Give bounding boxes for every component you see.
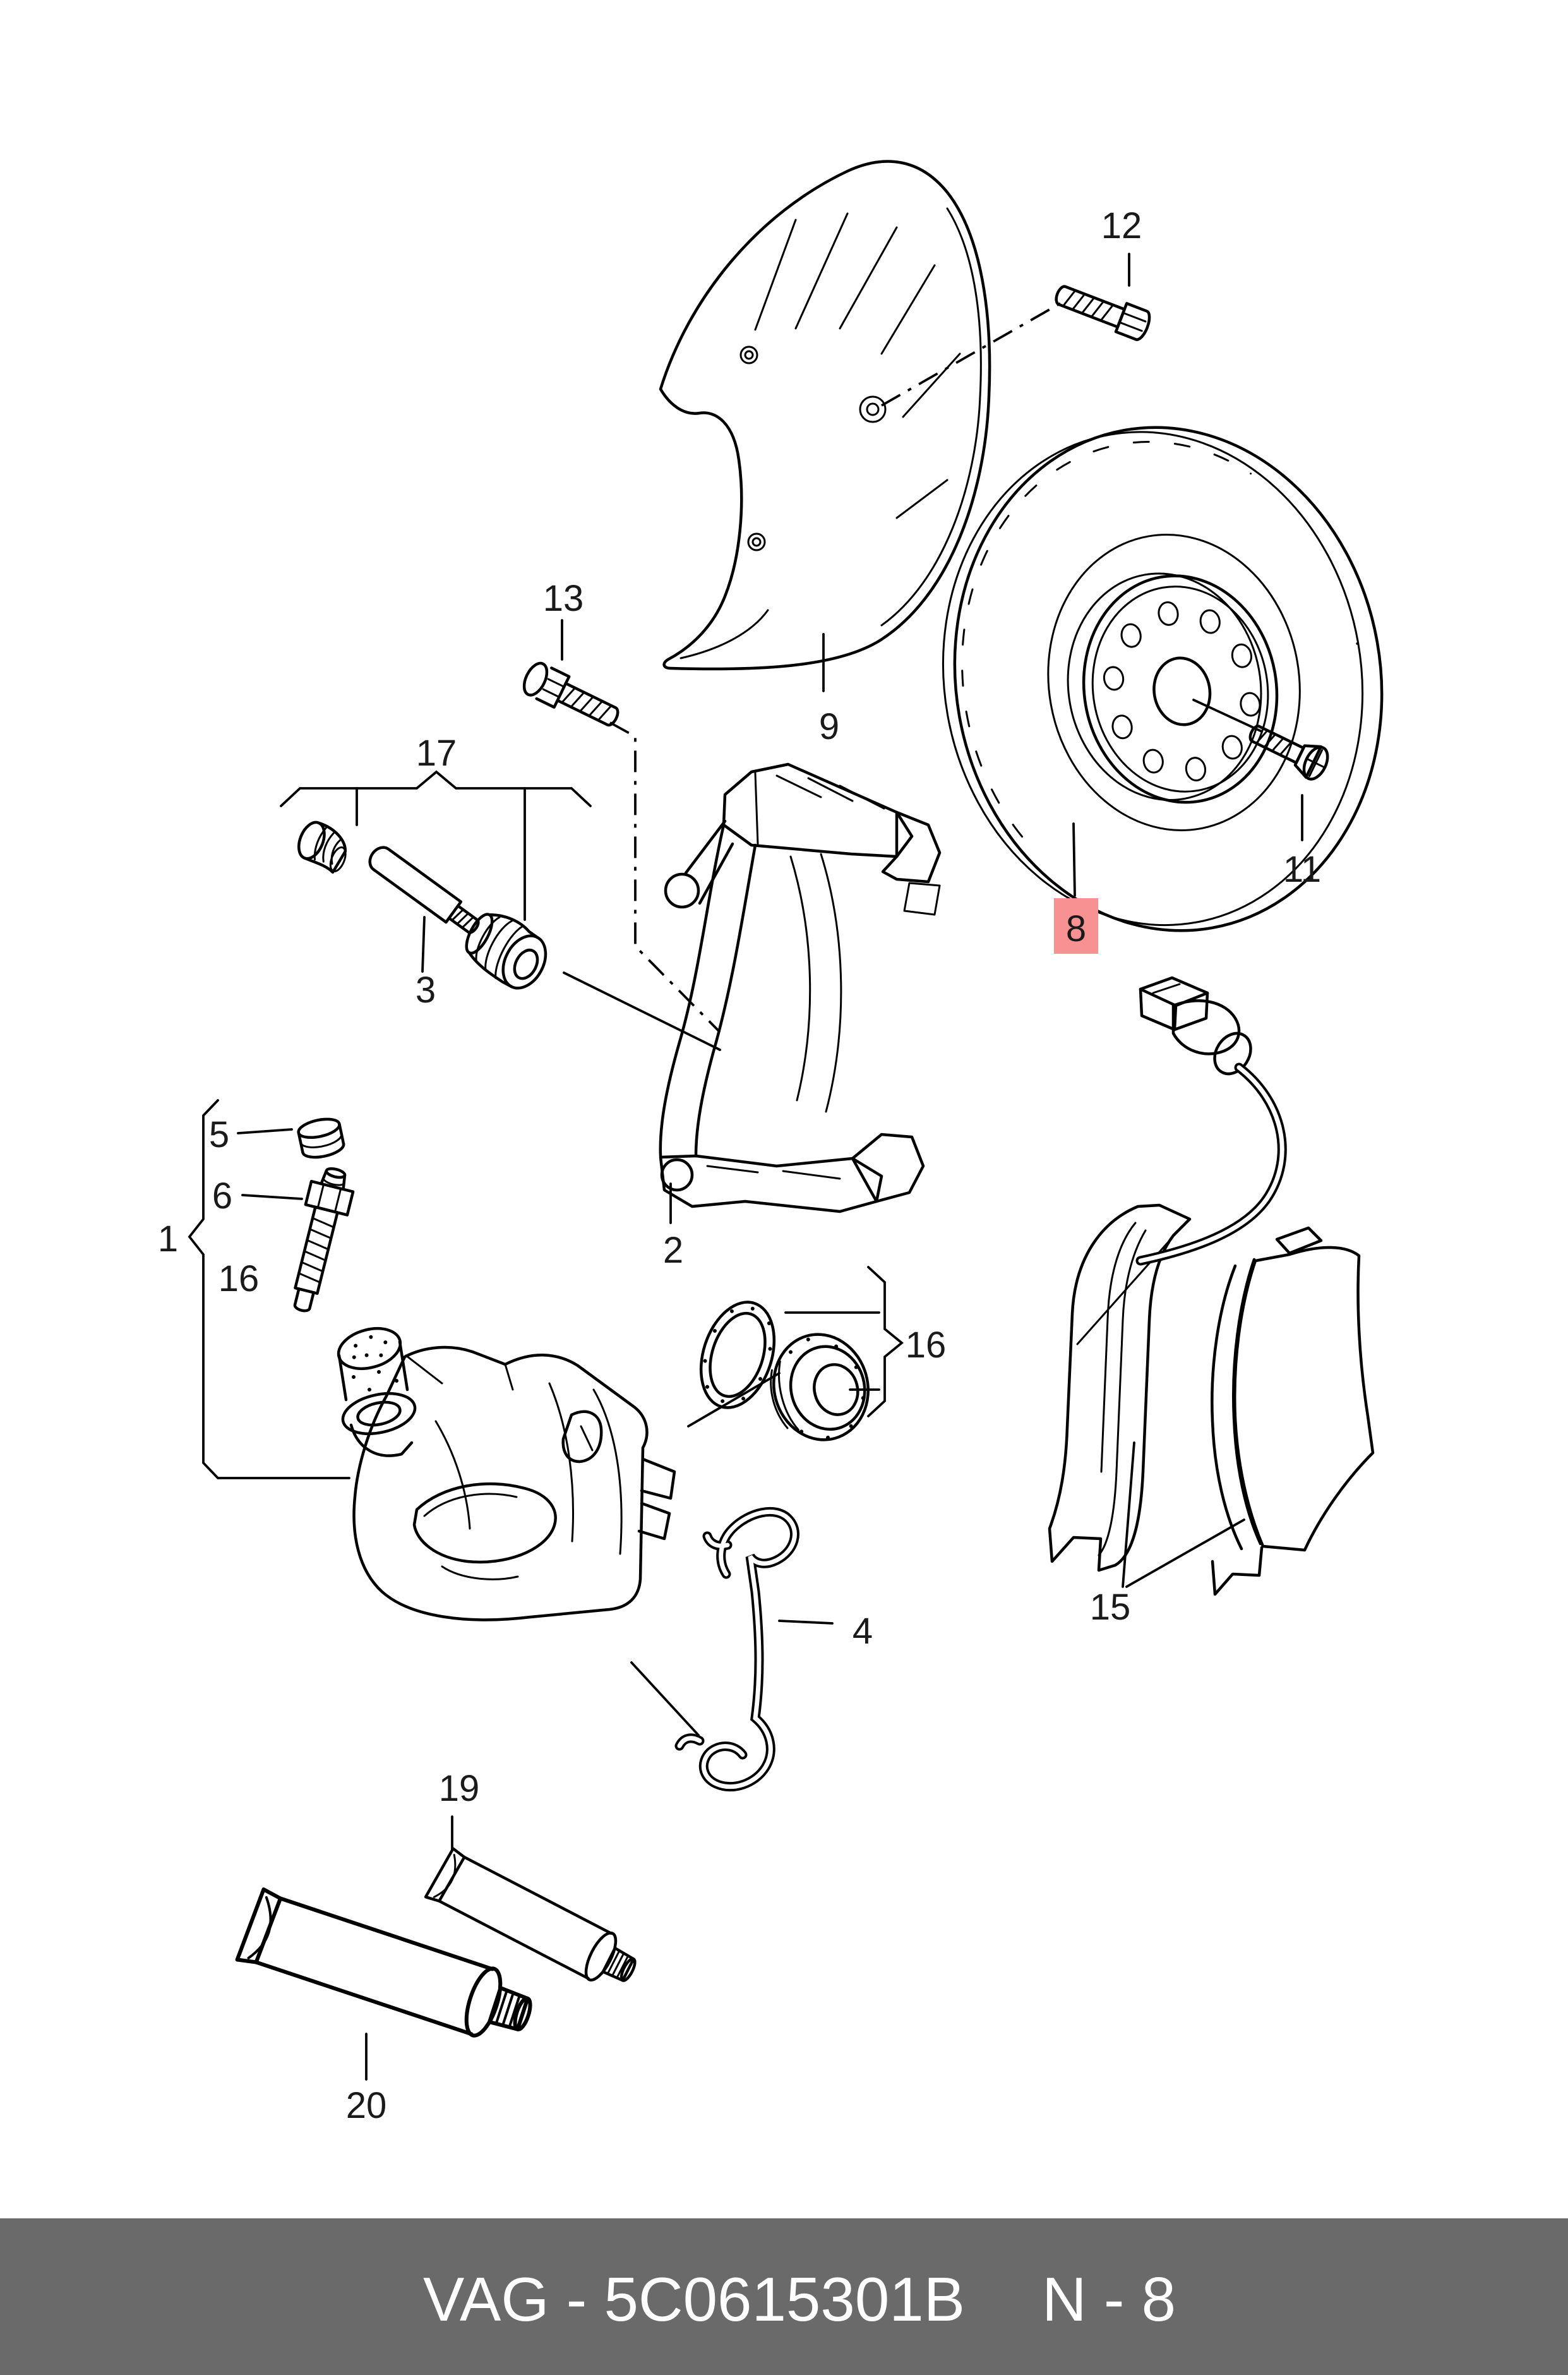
footer-page-ref: N - 8 — [1042, 2264, 1176, 2334]
bracket-1 — [188, 1099, 350, 1479]
wear-sensor-drawing — [1135, 976, 1287, 1266]
shield-mount-hole-upper — [739, 346, 758, 364]
piston-dust-boot-drawing — [770, 1333, 870, 1441]
bracket-16 — [867, 1266, 904, 1417]
shield-bolt-hole — [859, 395, 887, 423]
part-label-4[interactable]: 4 — [853, 1611, 873, 1652]
carrier-mount-hole-upper — [664, 872, 700, 909]
carrier-bolt-drawing — [522, 661, 619, 727]
caliper-housing-drawing — [352, 1345, 676, 1621]
part-label-11[interactable]: 11 — [1283, 849, 1321, 890]
grease-tube-19-drawing — [424, 1847, 637, 1982]
part-label-9[interactable]: 9 — [819, 706, 839, 747]
part-label-20[interactable]: 20 — [346, 2085, 387, 2126]
part-label-6[interactable]: 6 — [212, 1175, 232, 1217]
part-label-5[interactable]: 5 — [209, 1114, 229, 1155]
part-label-8[interactable]: 8 — [1066, 908, 1086, 949]
part-label-1[interactable]: 1 — [158, 1218, 178, 1260]
alignment-line-shield-bolt — [881, 298, 1068, 407]
part-label-16-left[interactable]: 16 — [218, 1258, 260, 1299]
alignment-line-bolt-carrier — [609, 721, 721, 1033]
shield-mount-hole-lower — [747, 532, 766, 551]
footer-bar: VAG - 5C0615301B N - 8 — [0, 2218, 1568, 2375]
grease-tube-20-drawing — [235, 1887, 532, 2038]
disc-wheel-bolt-holes — [1103, 601, 1261, 782]
part-label-16-right[interactable]: 16 — [906, 1325, 947, 1366]
brake-disc-drawing — [942, 426, 1384, 932]
retaining-spring-drawing — [674, 1506, 799, 1792]
guide-pin-plug-drawing — [297, 821, 347, 874]
part-label-12[interactable]: 12 — [1101, 205, 1142, 246]
caliper-carrier-drawing — [659, 762, 942, 1213]
part-label-13[interactable]: 13 — [543, 578, 584, 619]
footer-part-code: VAG - 5C0615301B — [423, 2264, 965, 2334]
disc-vent-slots — [961, 441, 1363, 916]
leader-lines — [237, 253, 1303, 2081]
part-label-2[interactable]: 2 — [663, 1230, 683, 1271]
part-label-15[interactable]: 15 — [1090, 1587, 1131, 1628]
disc-center-bore — [1152, 656, 1212, 726]
disc-screw-drawing — [1248, 725, 1329, 781]
bracket-17 — [280, 770, 592, 807]
caliper-piston-drawing — [337, 1327, 417, 1457]
part-label-19[interactable]: 19 — [439, 1768, 480, 1809]
shield-bolt-drawing — [1055, 285, 1151, 341]
bleeder-dust-cap-drawing — [297, 1117, 345, 1159]
bleeder-valve-drawing — [293, 1167, 355, 1313]
splash-shield-drawing — [659, 160, 991, 671]
part-label-17[interactable]: 17 — [416, 733, 457, 774]
part-label-3[interactable]: 3 — [416, 970, 436, 1011]
guide-pin-boot-drawing — [465, 913, 548, 990]
carrier-mount-hole-lower — [660, 1158, 694, 1192]
part-8-highlight[interactable] — [1054, 898, 1098, 954]
footer-background — [0, 2218, 1568, 2375]
brake-pads-drawing — [1048, 1203, 1375, 1596]
